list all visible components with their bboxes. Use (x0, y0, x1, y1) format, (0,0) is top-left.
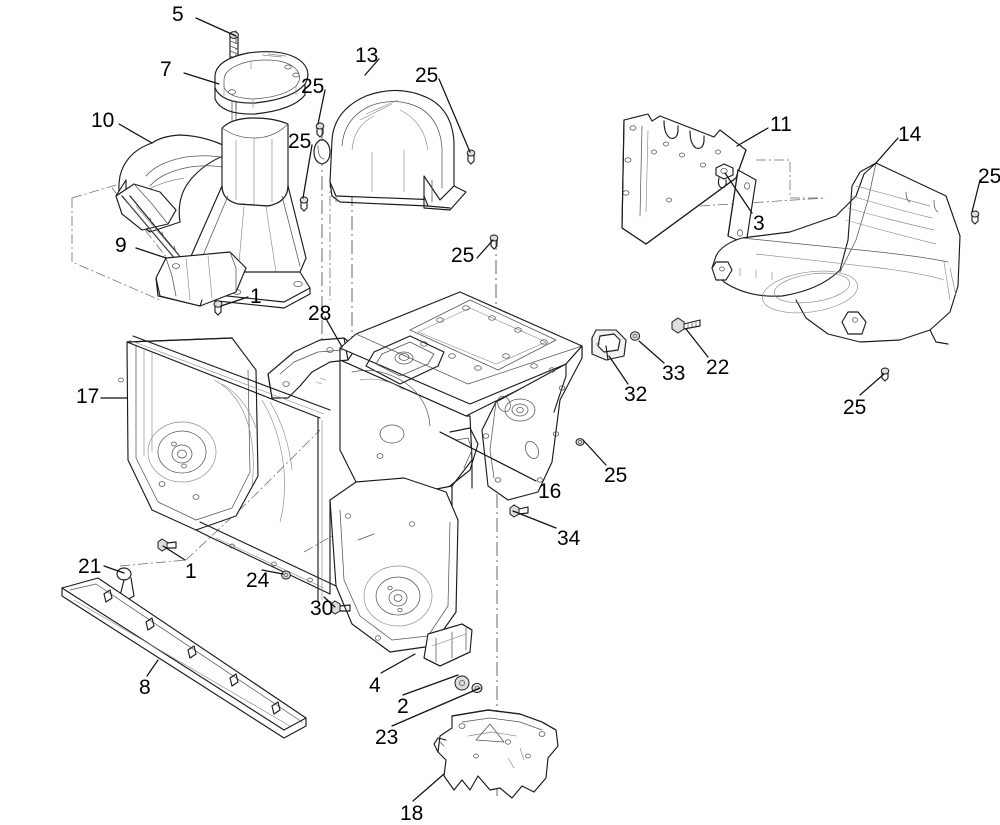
callout-label-25: 25 (451, 244, 475, 267)
part-25-screws-footrest (880, 210, 980, 382)
leader-line-1 (162, 545, 186, 561)
callout-label-23: 23 (375, 726, 399, 749)
leader-line-25 (859, 373, 885, 396)
part-21-scraper-retainer (97, 567, 135, 609)
part-17-auger-housing (118, 335, 459, 653)
callout-label-21: 21 (78, 555, 102, 578)
leader-line-9 (135, 247, 167, 259)
callout-label-7: 7 (160, 58, 172, 81)
leader-line-25 (302, 144, 313, 199)
part-22-hex-bolt (671, 317, 701, 334)
leader-line-16 (439, 431, 537, 482)
leader-line-11 (736, 127, 769, 147)
callout-label-16: 16 (538, 480, 562, 503)
leader-line-25 (476, 239, 494, 259)
chute-collar (313, 139, 331, 165)
callout-label-8: 8 (139, 676, 151, 699)
part-16-frame-assembly (339, 291, 583, 513)
leader-line-3 (724, 172, 753, 214)
callout-leader-lines (100, 17, 981, 802)
callout-label-25: 25 (604, 464, 628, 487)
leader-line-33 (638, 340, 665, 364)
part-7-chute-ring (214, 51, 309, 115)
part-4-inlet-collar (423, 623, 473, 667)
callout-label-11: 11 (770, 113, 792, 136)
leader-line-24 (261, 569, 284, 575)
callout-label-30: 30 (310, 597, 334, 620)
part-30-hex-bolt (330, 600, 351, 615)
leader-line-25 (438, 78, 471, 153)
callout-label-32: 32 (624, 383, 648, 406)
callout-label-9: 9 (115, 234, 127, 257)
part-14-footrest-panel (711, 162, 961, 345)
part-1-screw-a (213, 300, 223, 316)
part-8-scraper-blade (61, 577, 307, 739)
leader-line-25 (582, 439, 607, 466)
leader-line-22 (685, 328, 709, 358)
callout-label-5: 5 (172, 3, 184, 26)
callout-label-18: 18 (400, 802, 424, 825)
callout-label-2: 2 (397, 695, 409, 718)
callout-label-17: 17 (76, 385, 100, 408)
leader-line-18 (412, 773, 445, 802)
leader-line-10 (118, 123, 153, 144)
leader-line-1 (220, 296, 249, 307)
part-9-chute-deflector (155, 251, 247, 307)
part-24-flange-nut (281, 570, 291, 580)
leader-line-14 (875, 137, 899, 164)
callout-label-22: 22 (706, 356, 730, 379)
part-33-flange-nut (629, 331, 641, 341)
callout-label-14: 14 (898, 123, 922, 146)
leader-line-25 (317, 89, 326, 125)
leader-line-13 (364, 58, 380, 76)
leader-line-25 (971, 179, 981, 213)
leader-line-23 (391, 687, 481, 727)
callout-label-28: 28 (308, 302, 332, 325)
part-32-grip-bracket (591, 329, 627, 361)
leader-line-32 (608, 355, 629, 385)
part-11-bracket-plate (621, 113, 757, 245)
part-3-clamp (715, 163, 734, 189)
callout-label-10: 10 (91, 109, 115, 132)
callout-label-25: 25 (843, 396, 867, 419)
callout-label-25: 25 (301, 75, 325, 98)
part-25-screws-shroud (299, 122, 499, 250)
leader-line-4 (380, 653, 416, 674)
callout-label-25: 25 (288, 130, 312, 153)
leader-line-28 (324, 316, 343, 348)
part-28-support-bracket (267, 337, 357, 399)
part-2-washer (454, 675, 470, 691)
callout-label-13: 13 (355, 44, 379, 67)
callout-label-4: 4 (369, 674, 381, 697)
callout-label-3: 3 (753, 212, 765, 235)
leader-line-7 (183, 72, 220, 85)
callout-label-1: 1 (185, 560, 197, 583)
part-18-bottom-cover (433, 709, 559, 799)
leader-line-34 (512, 510, 557, 529)
part-13-engine-shroud (329, 89, 467, 211)
callout-label-33: 33 (662, 362, 686, 385)
callout-label-25: 25 (415, 64, 439, 87)
leader-line-21 (103, 565, 125, 574)
callout-label-25: 25 (978, 165, 1000, 188)
leader-line-2 (402, 674, 459, 696)
leader-line-30 (323, 596, 336, 608)
callout-label-24: 24 (246, 569, 270, 592)
callout-label-1: 1 (250, 285, 262, 308)
leader-line-8 (146, 659, 159, 677)
leader-line-5 (195, 17, 237, 37)
callout-label-34: 34 (557, 527, 581, 550)
